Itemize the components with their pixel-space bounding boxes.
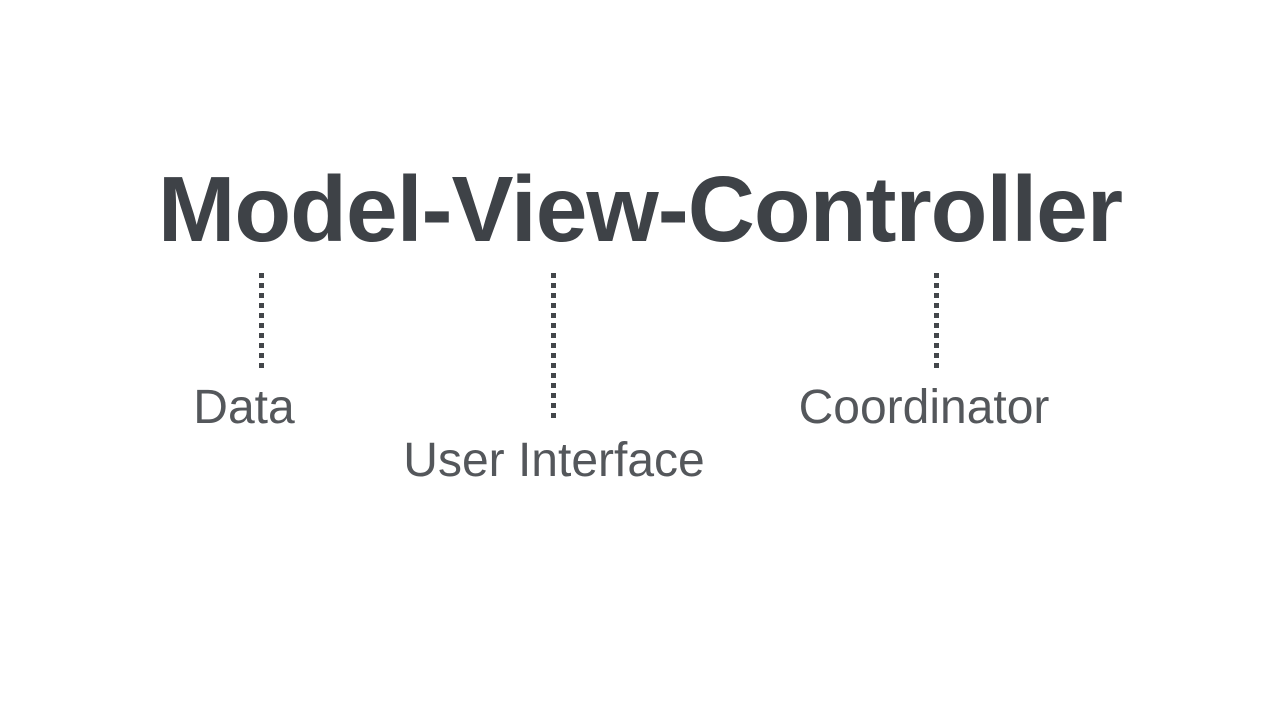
controller-connector-dotted-line (934, 273, 939, 368)
controller-annotation-label: Coordinator (798, 381, 1050, 434)
model-connector-dotted-line (259, 273, 264, 368)
view-connector-dotted-line (551, 273, 556, 418)
slide-title: Model-View-Controller (157, 157, 1123, 261)
model-annotation-label: Data (193, 381, 295, 434)
view-annotation-label: User Interface (403, 434, 705, 487)
